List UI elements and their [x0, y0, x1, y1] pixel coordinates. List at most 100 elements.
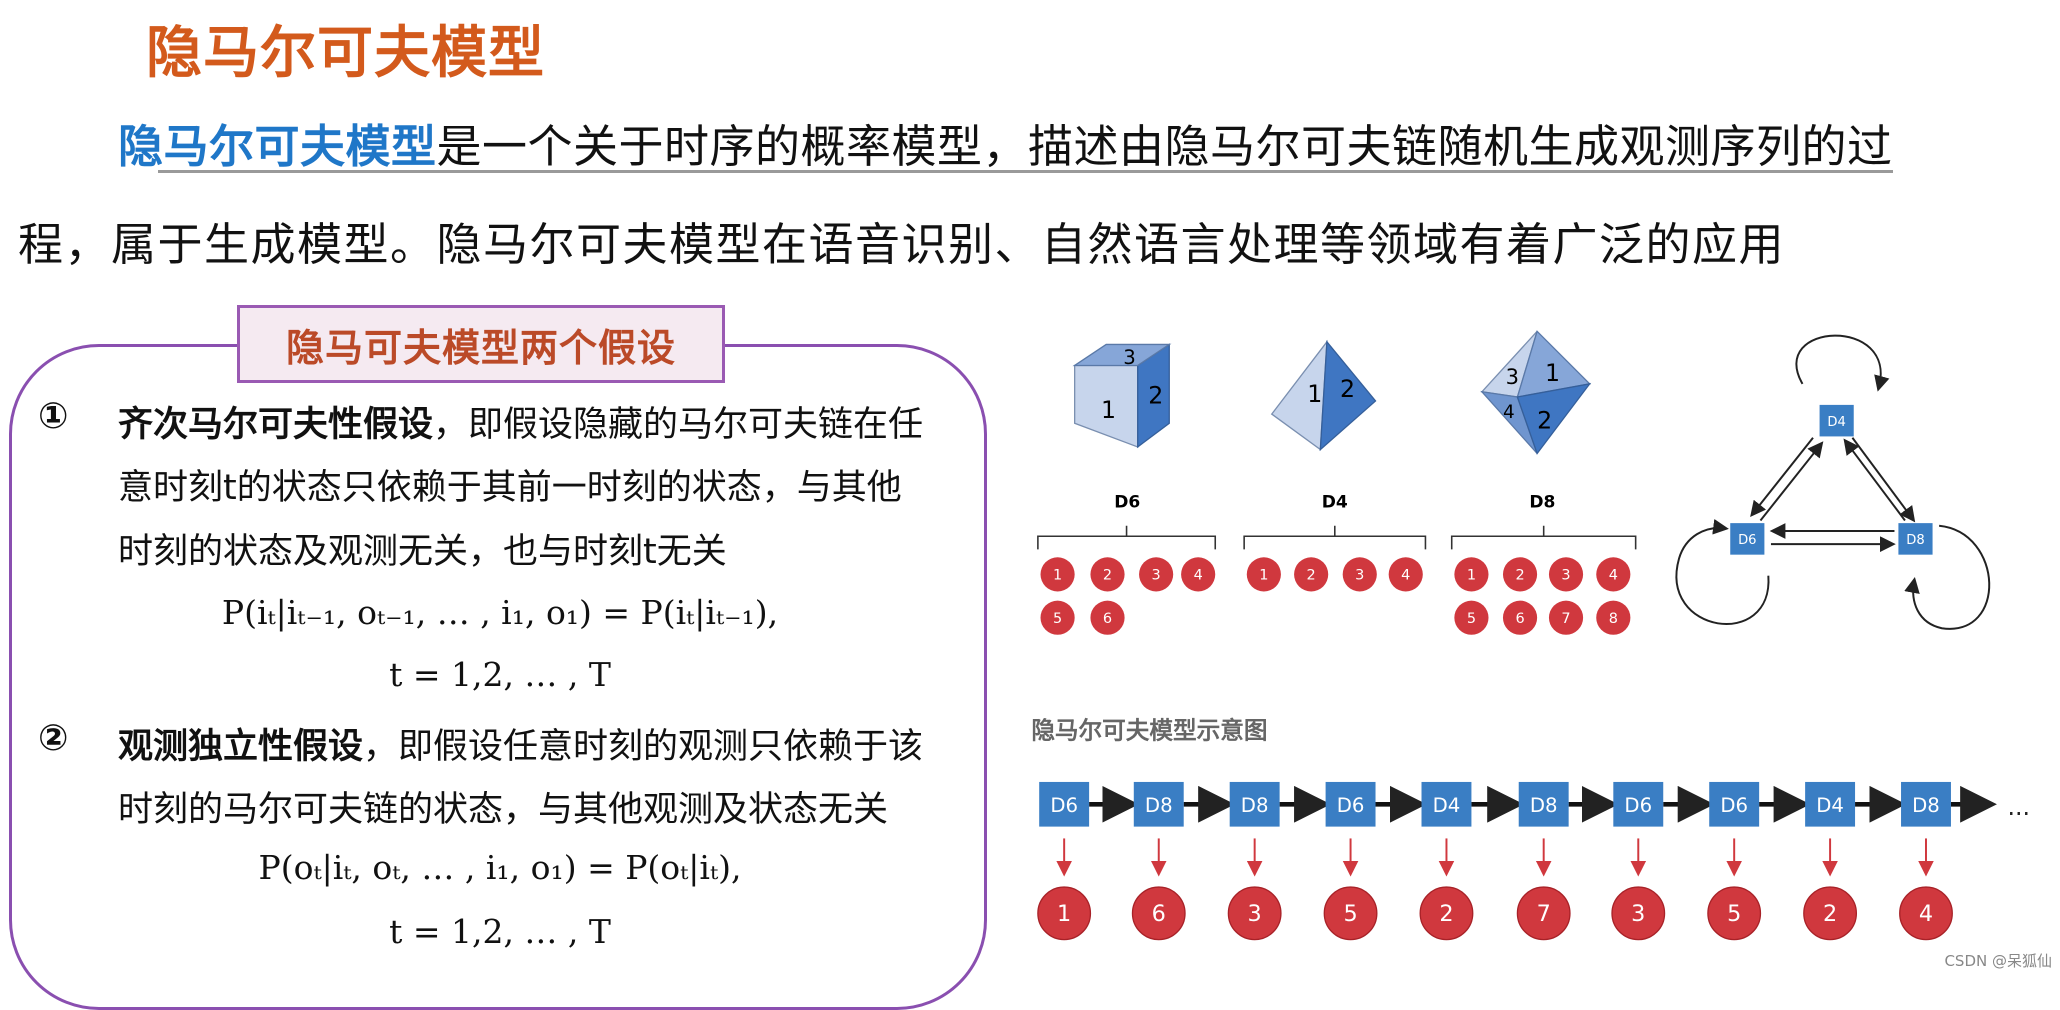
intro-underline: [158, 170, 1893, 173]
d4-face-left: 1: [1307, 380, 1322, 408]
observation-label: 4: [1919, 901, 1933, 927]
outcome-label: 4: [1609, 568, 1618, 584]
observation-label: 1: [1057, 901, 1071, 927]
edge-d4-d8: [1851, 437, 1916, 523]
state-label: D6: [1337, 794, 1365, 817]
outcome-label: 7: [1561, 611, 1570, 627]
die-bracket: [1243, 525, 1427, 550]
observation-label: 2: [1439, 901, 1453, 927]
item-number-1: ①: [38, 396, 69, 437]
outcome-label: 2: [1307, 568, 1316, 584]
assumptions-label: 隐马可夫模型两个假设: [237, 305, 725, 383]
item-number-2: ②: [38, 718, 69, 759]
outcome-label: 3: [1561, 568, 1570, 584]
state-label: D6: [1720, 794, 1748, 817]
d4-face-right: 2: [1340, 375, 1355, 403]
self-loop-d6: [1675, 519, 1770, 625]
outcome-circle: [1548, 600, 1584, 635]
graph-node-d6: [1730, 523, 1765, 555]
assumption-1-title: 齐次马尔可夫性假设: [118, 405, 434, 445]
d6-face-front: 1: [1101, 396, 1116, 424]
edge-d8-d4: [1843, 438, 1906, 522]
observation-label: 6: [1152, 901, 1166, 927]
self-loop-d8: [1904, 524, 1991, 630]
observation-circle: [1037, 886, 1092, 941]
state-label: D6: [1624, 794, 1652, 817]
intro-line-2: 程，属于生成模型。隐马尔可夫模型在语音识别、自然语言处理等领域有着广泛的应用: [18, 218, 1786, 271]
outcome-circle: [1090, 557, 1125, 592]
die-bracket: [1037, 525, 1217, 550]
outcome-circle: [1342, 557, 1377, 592]
state-box: [1613, 781, 1664, 827]
outcome-label: 5: [1467, 611, 1476, 627]
outcome-label: 2: [1515, 568, 1524, 584]
d8-face-3: 4: [1503, 402, 1515, 423]
d6-face-top: 3: [1123, 346, 1136, 369]
observation-label: 3: [1248, 901, 1262, 927]
self-loop-d4: [1795, 334, 1890, 392]
observation-label: 7: [1537, 901, 1551, 927]
outcome-label: 8: [1609, 611, 1618, 627]
observation-circle: [1419, 886, 1474, 941]
outcome-circle: [1596, 557, 1631, 592]
state-box: [1325, 781, 1376, 827]
observation-circle: [1611, 886, 1666, 941]
state-box: [1709, 781, 1760, 827]
outcome-label: 6: [1515, 611, 1524, 627]
state-label: D8: [1912, 794, 1940, 817]
die-bracket: [1450, 525, 1637, 550]
d8-face-1: 3: [1506, 364, 1519, 389]
d6-face-side: 2: [1148, 382, 1163, 410]
chain-caption: 隐马尔可夫模型示意图: [1031, 717, 1267, 745]
state-box: [1133, 781, 1184, 827]
die-d4-icon: 1 2: [1270, 339, 1377, 452]
assumption-2-formula: P(oₜ|iₜ, oₜ, … , i₁, o₁) = P(oₜ|iₜ),: [258, 848, 742, 887]
observation-circle: [1899, 886, 1953, 941]
assumption-1-formula: P(iₜ|iₜ₋₁, oₜ₋₁, … , i₁, o₁) = P(iₜ|iₜ₋₁…: [221, 593, 779, 632]
observation-circle: [1516, 886, 1571, 941]
d8-face-2: 1: [1545, 359, 1560, 387]
intro-text: 是一个关于时序的概率模型，描述由隐马尔可夫链随机生成观测序列的过: [436, 120, 1893, 173]
edge-d6-d4: [1759, 441, 1824, 522]
edge-d4-d6: [1750, 437, 1814, 518]
outcome-label: 5: [1053, 611, 1062, 627]
die-label: D6: [1114, 492, 1140, 512]
observation-label: 3: [1631, 901, 1645, 927]
graph-node-label: D8: [1906, 533, 1924, 548]
state-box: [1901, 781, 1951, 827]
outcome-label: 1: [1259, 568, 1268, 584]
state-box: [1805, 781, 1856, 827]
chain-ellipsis: ...: [2007, 793, 2030, 821]
state-box: [1039, 781, 1090, 827]
state-label: D4: [1433, 794, 1461, 817]
assumption-2-range: t = 1,2, … , T: [389, 912, 611, 951]
state-label: D8: [1530, 794, 1558, 817]
outcome-circle: [1596, 600, 1631, 635]
intro-highlight: 隐马尔可夫模型: [118, 120, 437, 173]
outcome-circle: [1502, 600, 1538, 635]
outcome-label: 6: [1103, 611, 1112, 627]
outcome-circle: [1040, 600, 1075, 635]
state-label: D8: [1145, 794, 1173, 817]
die-d6-icon: 3 1 2: [1072, 343, 1172, 449]
assumption-1-text: ，即假设隐藏的马尔可夫链在任: [433, 405, 924, 445]
state-box: [1518, 781, 1569, 827]
outcome-circle: [1502, 557, 1538, 592]
outcome-label: 4: [1194, 568, 1203, 584]
graph-node-d4: [1819, 404, 1854, 437]
observation-label: 2: [1823, 901, 1837, 927]
state-label: D6: [1050, 794, 1078, 817]
outcome-circle: [1181, 557, 1216, 592]
observation-circle: [1227, 886, 1282, 941]
die-label: D8: [1529, 492, 1555, 512]
outcome-label: 2: [1103, 568, 1112, 584]
assumption-1-line-3: 时刻的状态及观测无关，也与时刻t无关: [118, 532, 727, 572]
state-box: [1229, 781, 1280, 827]
outcome-label: 4: [1401, 568, 1410, 584]
outcome-circle: [1454, 557, 1489, 592]
assumption-1-line-2: 意时刻t的状态只依赖于其前一时刻的状态，与其他: [118, 468, 902, 508]
outcome-label: 1: [1053, 568, 1062, 584]
